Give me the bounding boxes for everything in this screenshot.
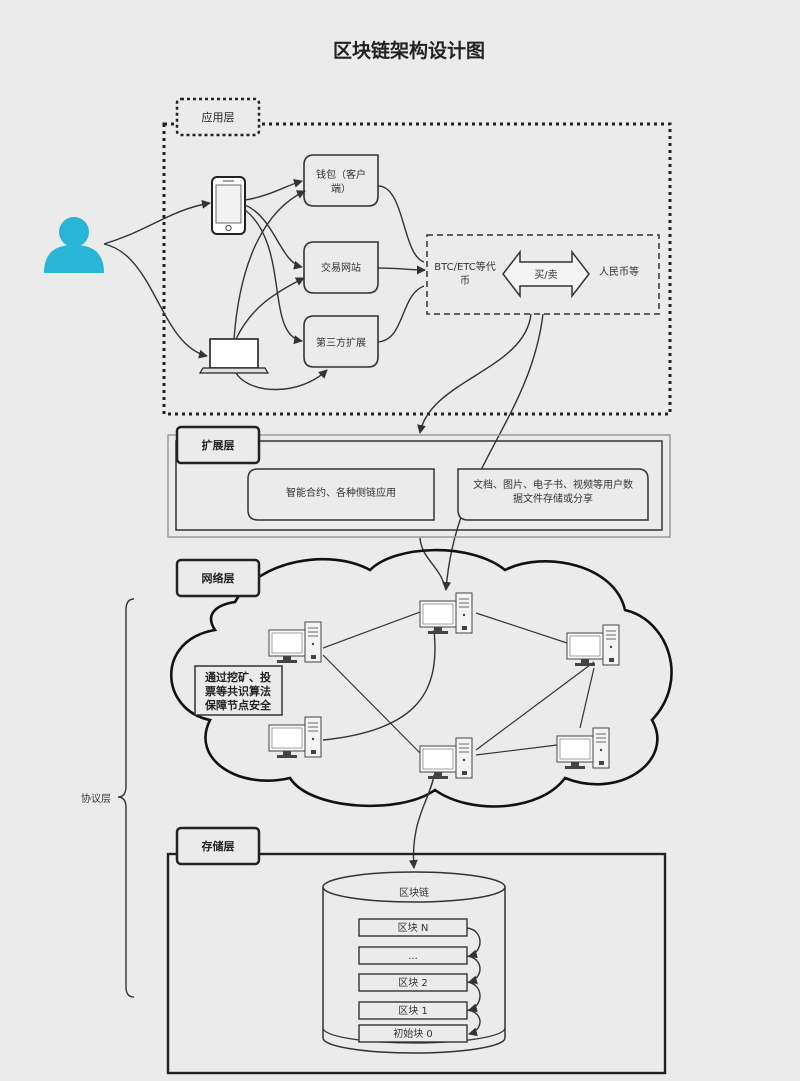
consensus-note-line2: 票等共识算法 xyxy=(205,684,271,698)
block-n xyxy=(358,918,468,937)
extension-layer-label: 扩展层 xyxy=(202,438,235,452)
block-1-label: 区块 1 xyxy=(398,1005,428,1017)
currency-exchange-box xyxy=(426,234,660,315)
user-icon xyxy=(44,217,104,273)
block-2-label: 区块 2 xyxy=(398,977,428,989)
application-layer-frame xyxy=(162,122,672,416)
block-chain-links xyxy=(466,927,481,1037)
block-n-label: 区块 N xyxy=(398,922,429,934)
consensus-note xyxy=(194,665,283,716)
server-icon xyxy=(268,621,322,664)
storage-layer-frame xyxy=(166,852,667,1075)
blockchain-label: 区块链 xyxy=(399,886,429,899)
wallet-node xyxy=(303,154,379,207)
protocol-bracket xyxy=(117,598,135,998)
files-box xyxy=(457,468,649,521)
server-icon xyxy=(419,592,473,635)
network-layer-tab xyxy=(175,558,261,598)
consensus-note-line1: 通过挖矿、投 xyxy=(205,670,271,684)
server-icon xyxy=(556,727,610,770)
genesis-block xyxy=(358,1024,468,1043)
application-connectors xyxy=(103,178,544,591)
storage-layer-tab xyxy=(175,826,261,866)
extension-layer-outer xyxy=(167,434,671,538)
storage-layer-label: 存储层 xyxy=(202,839,235,853)
third-party-node xyxy=(303,315,379,368)
files-label-line2: 据文件存储或分享 xyxy=(513,492,593,505)
extension-to-network-connector xyxy=(419,537,447,591)
page-title: 区块链架构设计图 xyxy=(333,39,485,62)
contracts-label: 智能合约、各种侧链应用 xyxy=(286,486,396,499)
wallet-label-line2: 端） xyxy=(331,182,351,195)
laptop-icon xyxy=(198,338,270,374)
extension-layer-inner xyxy=(175,440,663,531)
files-label-line1: 文档、图片、电子书、视频等用户数 xyxy=(473,478,633,491)
network-links xyxy=(322,611,595,869)
extension-layer-tab xyxy=(175,425,261,465)
genesis-block-label: 初始块 0 xyxy=(393,1027,433,1040)
block-2 xyxy=(358,973,468,992)
consensus-note-line3: 保障节点安全 xyxy=(204,698,272,712)
application-layer-label: 应用层 xyxy=(202,110,235,124)
currency-label-line2: 币 xyxy=(460,275,470,287)
block-1 xyxy=(358,1001,468,1020)
wallet-label-line1: 钱包（客户 xyxy=(316,168,366,181)
exchange-node xyxy=(303,241,379,294)
server-icon xyxy=(419,737,473,780)
block-ellipsis xyxy=(358,946,468,965)
rmb-label: 人民币等 xyxy=(599,265,639,278)
application-layer-tab xyxy=(175,97,261,137)
network-layer-label: 网络层 xyxy=(202,571,235,585)
trade-label: 买/卖 xyxy=(534,269,557,281)
contracts-box xyxy=(247,468,435,521)
server-icon xyxy=(268,716,322,759)
protocol-layer-label: 协议层 xyxy=(81,792,111,805)
third-party-label: 第三方扩展 xyxy=(316,336,366,349)
currency-label-line1: BTC/ETC等代 xyxy=(434,260,496,273)
server-icon xyxy=(566,624,620,667)
network-cloud xyxy=(169,548,673,808)
trade-double-arrow xyxy=(502,249,590,299)
exchange-label: 交易网站 xyxy=(321,261,361,274)
smartphone-icon xyxy=(211,176,246,235)
block-ellipsis-label: ... xyxy=(408,951,418,962)
